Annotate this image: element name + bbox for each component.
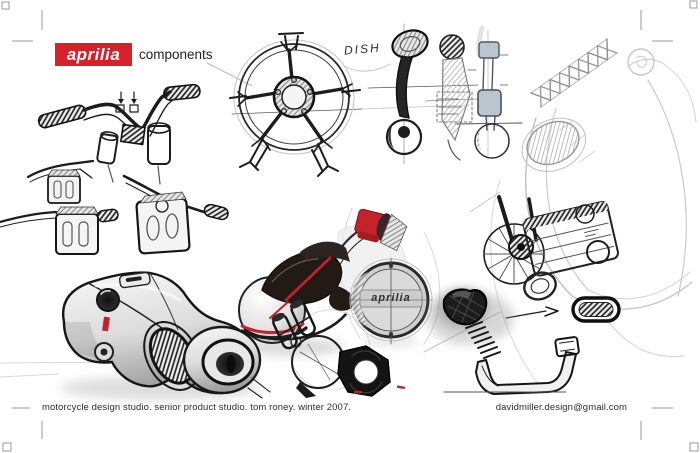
clutch-assembly-sketch <box>271 299 406 398</box>
triple-clamp-sketch-a <box>26 159 95 204</box>
muffler-engine-rendering <box>60 271 271 400</box>
badge-label: aprilia <box>371 292 411 304</box>
handlebar-assembly-sketch <box>37 83 201 185</box>
page-title: components <box>139 47 213 62</box>
fastener-callouts <box>115 91 139 113</box>
aprilia-badge-sketch <box>349 257 433 347</box>
footer-email: davidmiller.design@gmail.com <box>495 402 627 413</box>
triple-clamp-sketch-c <box>122 174 229 255</box>
triple-clamp-sketch-b <box>0 206 119 255</box>
scooter-body-pencil-sketch <box>521 38 697 358</box>
mirror-lever-sketch <box>426 288 580 396</box>
suspension-linkage-sketches <box>385 23 510 165</box>
rubber-pad-sketch <box>505 296 621 323</box>
aprilia-logo-text: aprilia <box>66 45 121 64</box>
pointer-arrow <box>544 306 559 317</box>
red-accent-mark <box>102 316 110 332</box>
five-spoke-wheel-sketch <box>229 32 361 177</box>
coil-spring-sketch <box>530 38 618 108</box>
aprilia-logo: aprilia <box>55 43 132 66</box>
footer-credit: motorcycle design studio. senior product… <box>42 402 352 413</box>
tail-tip <box>354 208 408 252</box>
engine-radiator-sketch <box>469 191 619 301</box>
